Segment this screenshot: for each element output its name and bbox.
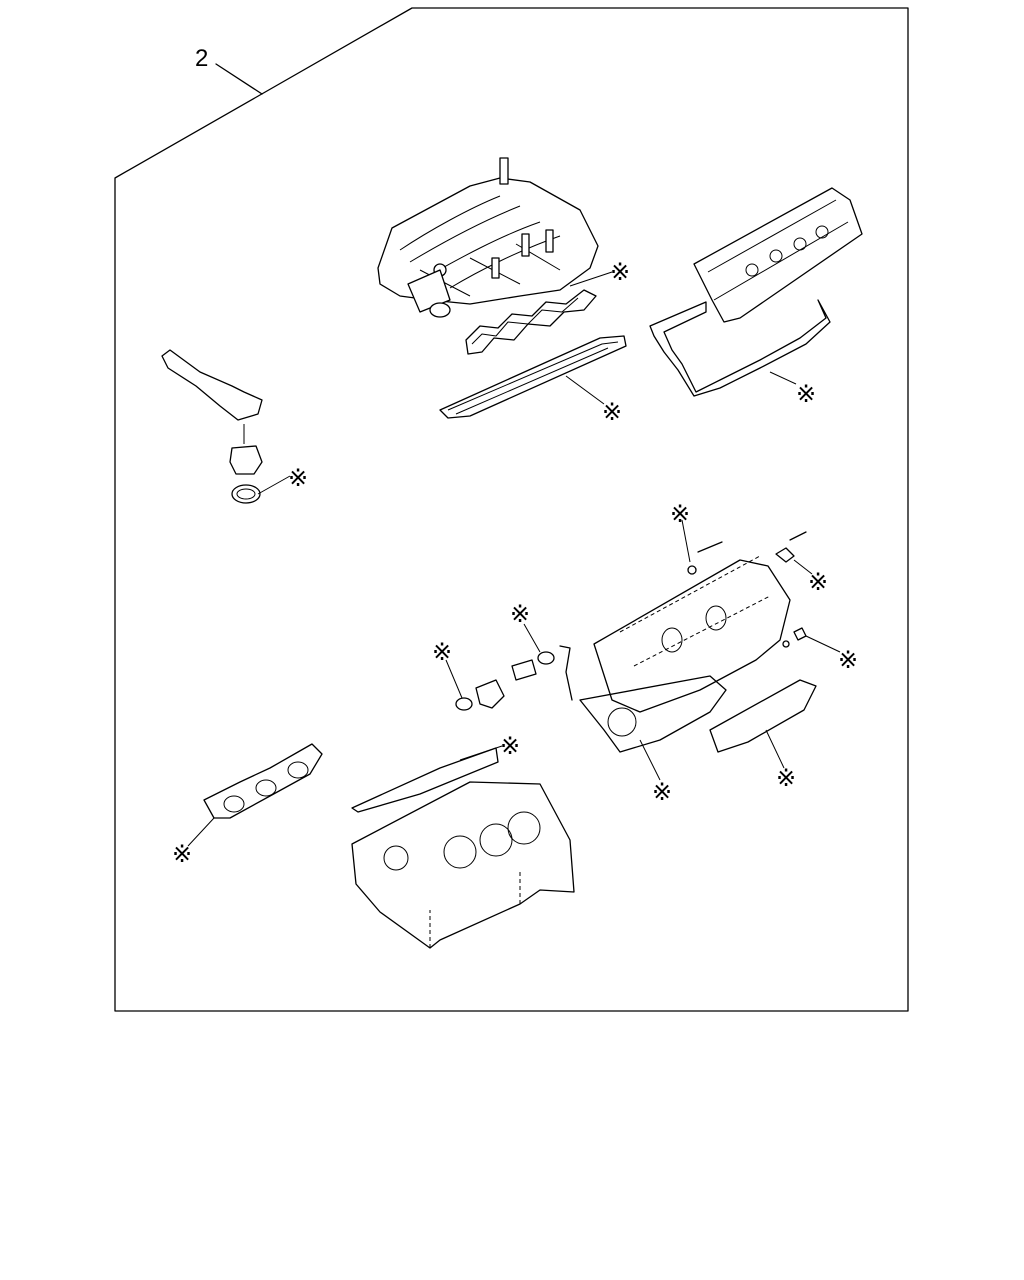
- kit-number-leader: [215, 63, 263, 95]
- svg-text:※: ※: [602, 398, 622, 426]
- kit-frame: [114, 7, 909, 1012]
- marker-oring: ※: [510, 600, 541, 653]
- marker-exhaust-gasket-right: ※: [765, 729, 796, 792]
- svg-text:※: ※: [288, 464, 308, 492]
- svg-text:※: ※: [510, 600, 530, 628]
- exhaust-gasket-right: [709, 679, 817, 753]
- plenum-gasket: [439, 335, 627, 419]
- svg-text:※: ※: [652, 778, 672, 806]
- engine-block: [351, 781, 575, 949]
- marker-thermostat-seal: ※: [257, 464, 308, 495]
- marker-exhaust-gasket-left: ※: [172, 817, 215, 868]
- valve-cover: [693, 187, 863, 323]
- exhaust-gasket-left: [203, 743, 323, 819]
- marker-valve-cover-gasket: ※: [769, 371, 816, 408]
- marker-plenum-gasket: ※: [565, 375, 622, 426]
- svg-text:※: ※: [432, 638, 452, 666]
- water-pump-parts: [455, 645, 573, 711]
- marker-head-gasket: ※: [639, 739, 672, 806]
- marker-seal-left: ※: [432, 638, 463, 699]
- svg-text:※: ※: [808, 568, 828, 596]
- marker-block-gasket: ※: [459, 732, 520, 761]
- svg-text:※: ※: [172, 840, 192, 868]
- marker-head-bolt-lower: ※: [805, 635, 858, 674]
- intake-manifold: [377, 157, 599, 318]
- svg-text:※: ※: [500, 732, 520, 760]
- svg-text:※: ※: [776, 764, 796, 792]
- kit-number-label: 2: [195, 45, 208, 72]
- cylinder-head-gasket: [579, 675, 727, 753]
- cylinder-head: [593, 555, 791, 713]
- marker-intake-gasket: ※: [569, 258, 630, 287]
- valve-cover-gasket: [649, 299, 831, 397]
- svg-text:※: ※: [796, 380, 816, 408]
- cylinder-block-gasket: [351, 747, 499, 813]
- water-outlet-pipe: [161, 349, 263, 504]
- intake-manifold-gasket: [465, 289, 597, 355]
- svg-text:※: ※: [670, 500, 690, 528]
- marker-head-bolt-top: ※: [670, 500, 691, 563]
- svg-text:※: ※: [610, 258, 630, 286]
- svg-text:※: ※: [838, 646, 858, 674]
- marker-head-bolt-right: ※: [793, 559, 828, 596]
